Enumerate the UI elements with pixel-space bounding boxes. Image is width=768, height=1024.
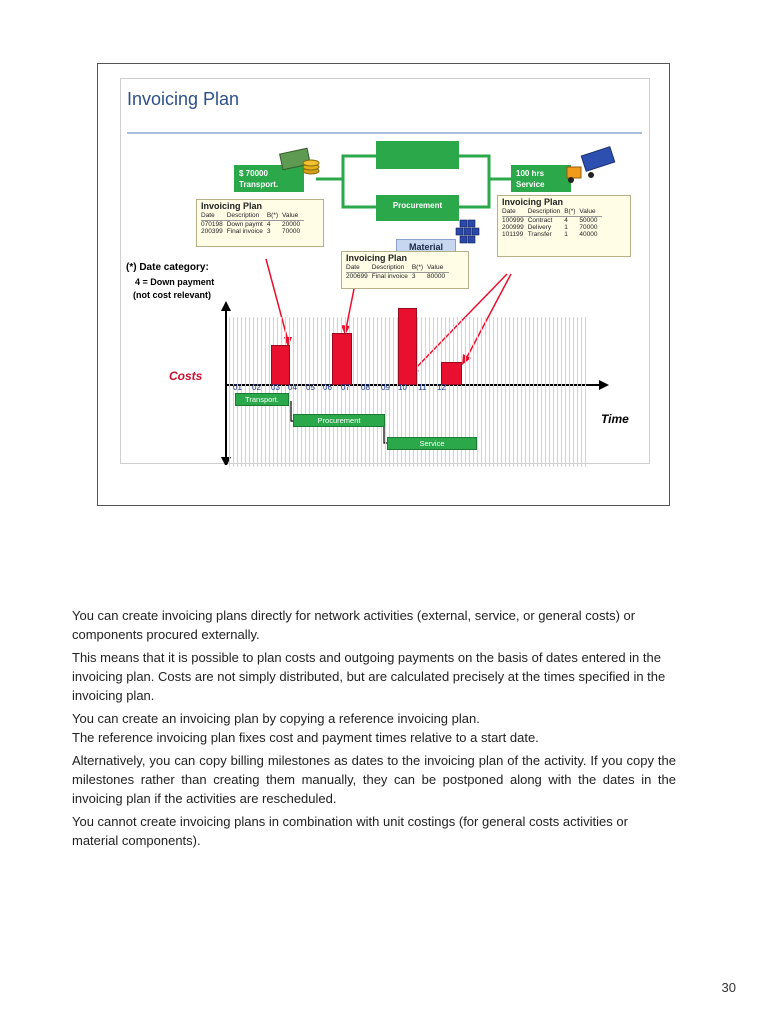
date-category-title: (*) Date category: bbox=[126, 262, 209, 273]
cell: 100999 bbox=[502, 217, 524, 224]
money-icon bbox=[279, 147, 320, 175]
service-label: Service bbox=[516, 180, 545, 189]
cell: 070198 bbox=[201, 221, 223, 228]
transport-amount: $ 70000 bbox=[239, 169, 268, 178]
cell: Delivery bbox=[527, 224, 552, 231]
cell: 3 bbox=[411, 273, 416, 280]
month-label: 01 bbox=[233, 383, 242, 392]
cost-bar-service bbox=[441, 362, 462, 385]
paragraph-1: You can create invoicing plans directly … bbox=[72, 608, 636, 642]
col-date: Date bbox=[346, 264, 372, 273]
procurement-activity: Procurement bbox=[376, 195, 459, 221]
col-category: B(*) bbox=[564, 208, 580, 217]
time-axis-label: Time bbox=[601, 412, 629, 426]
month-label: 03 bbox=[271, 383, 280, 392]
service-amount: 100 hrs bbox=[516, 169, 545, 178]
cell: 101199 bbox=[502, 231, 524, 238]
cell: Final invoice bbox=[371, 273, 408, 280]
invoicing-plan-heading: Invoicing Plan bbox=[346, 253, 408, 263]
paragraph-3b: The reference invoicing plan fixes cost … bbox=[72, 730, 539, 745]
col-category: B(*) bbox=[411, 264, 428, 273]
service-tag: 100 hrs Service bbox=[511, 165, 571, 192]
invoicing-plan-table: Date Description B(*) Value 070198 Down … bbox=[201, 212, 305, 235]
cell: 40000 bbox=[579, 231, 598, 238]
cell: 1 bbox=[564, 231, 568, 238]
col-category: B(*) bbox=[266, 212, 283, 221]
col-description: Description bbox=[226, 212, 267, 221]
month-label: 04 bbox=[288, 383, 297, 392]
cell: Down paymt bbox=[226, 221, 263, 228]
paragraph-2: This means that it is possible to plan c… bbox=[72, 650, 666, 703]
gantt-transport: Transport. bbox=[235, 393, 289, 406]
cell: Contract bbox=[527, 217, 553, 224]
paragraph-3a: You can create an invoicing plan by copy… bbox=[72, 711, 480, 726]
invoicing-plan-service: Invoicing Plan Date Description B(*) Val… bbox=[497, 195, 631, 257]
title-rule bbox=[127, 132, 642, 134]
slide: Invoicing Plan Procureme bbox=[120, 78, 650, 467]
cell: 20000 bbox=[282, 221, 301, 228]
month-label: 10 bbox=[398, 383, 407, 392]
transport-label: Transport. bbox=[239, 180, 279, 189]
month-label: 07 bbox=[341, 383, 350, 392]
month-label: 06 bbox=[323, 383, 332, 392]
cell: 200999 bbox=[502, 224, 524, 231]
cell: 4 bbox=[564, 217, 568, 224]
col-description: Description bbox=[371, 264, 412, 273]
month-label: 09 bbox=[381, 383, 390, 392]
cell: 4 bbox=[266, 221, 271, 228]
table-row: 101199 Transfer 1 40000 bbox=[502, 231, 602, 238]
network-activity-top bbox=[376, 141, 459, 169]
cost-bar-transport bbox=[271, 345, 290, 385]
col-date: Date bbox=[201, 212, 227, 221]
month-label: 05 bbox=[306, 383, 315, 392]
page-number: 30 bbox=[721, 980, 736, 995]
table-row: 100999 Contract 4 50000 bbox=[502, 217, 602, 224]
cost-bar-down-payment bbox=[332, 333, 352, 385]
invoicing-plan-heading: Invoicing Plan bbox=[502, 197, 564, 207]
col-value: Value bbox=[579, 208, 602, 217]
material-cubes-icon bbox=[455, 219, 480, 244]
cell: 70000 bbox=[282, 228, 301, 235]
cell: 50000 bbox=[579, 217, 598, 224]
cost-bar-procurement bbox=[398, 308, 417, 385]
transport-tag: $ 70000 Transport. bbox=[234, 165, 304, 192]
col-date: Date bbox=[502, 208, 528, 217]
col-value: Value bbox=[282, 212, 305, 221]
cell: 70000 bbox=[579, 224, 598, 231]
cell: 200699 bbox=[346, 273, 368, 280]
gantt-procurement: Procurement bbox=[293, 414, 385, 427]
body-text: You can create invoicing plans directly … bbox=[72, 606, 676, 854]
col-description: Description bbox=[527, 208, 565, 217]
month-label: 11 bbox=[418, 383, 427, 392]
cell: 1 bbox=[564, 224, 568, 231]
procurement-label: Procurement bbox=[392, 201, 443, 210]
cell: 3 bbox=[266, 228, 271, 235]
invoicing-plan-heading: Invoicing Plan bbox=[201, 201, 263, 211]
table-row: 200999 Delivery 1 70000 bbox=[502, 224, 602, 231]
slide-frame: Invoicing Plan Procureme bbox=[97, 63, 670, 506]
paragraph-4: Alternatively, you can copy billing mile… bbox=[72, 753, 676, 806]
gantt-service: Service bbox=[387, 437, 477, 450]
cell: Final invoice bbox=[226, 228, 263, 235]
date-category-line3: (not cost relevant) bbox=[133, 290, 212, 300]
invoicing-plan-table: Date Description B(*) Value 100999 Contr… bbox=[502, 208, 602, 238]
costs-axis-label: Costs bbox=[169, 369, 203, 383]
month-label: 12 bbox=[437, 383, 446, 392]
table-row: 200399 Final invoice 3 70000 bbox=[201, 228, 304, 235]
cell: Transfer bbox=[527, 231, 552, 238]
table-row: 070198 Down paymt 4 20000 bbox=[201, 221, 304, 228]
invoicing-plan-table: Date Description B(*) Value 200699 Final… bbox=[346, 264, 450, 280]
truck-icon bbox=[566, 146, 616, 183]
table-row: 200699 Final invoice 3 80000 bbox=[346, 273, 449, 280]
slide-title: Invoicing Plan bbox=[127, 89, 240, 109]
paragraph-5: You cannot create invoicing plans in com… bbox=[72, 814, 628, 848]
cell: 80000 bbox=[427, 273, 446, 280]
cell: 200399 bbox=[201, 228, 223, 235]
invoicing-plan-procurement: Invoicing Plan Date Description B(*) Val… bbox=[341, 251, 469, 289]
month-label: 08 bbox=[361, 383, 370, 392]
date-category-line2: 4 = Down payment bbox=[135, 277, 215, 287]
month-label: 02 bbox=[252, 383, 261, 392]
col-value: Value bbox=[427, 264, 450, 273]
invoicing-plan-transport: Invoicing Plan Date Description B(*) Val… bbox=[196, 199, 324, 247]
